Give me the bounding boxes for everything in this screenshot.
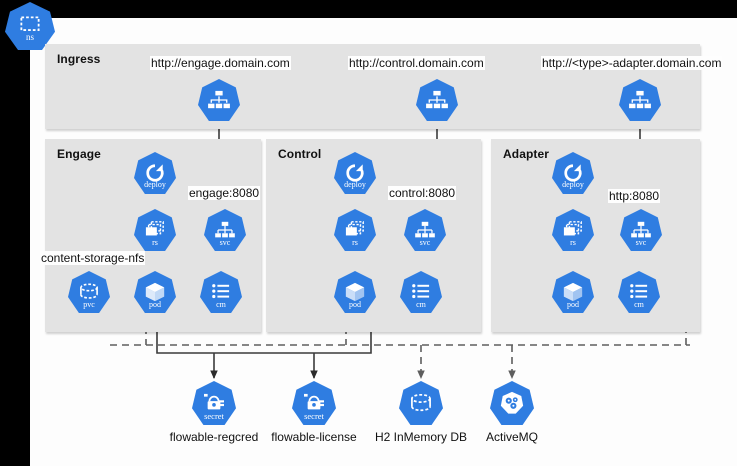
secret-node-label: secret [204,411,224,421]
control-deploy-label: deploy [344,180,366,189]
caption-flowable-regcred: flowable-regcred [169,430,259,444]
ingress-icon [416,79,458,121]
replicaset-icon [334,209,376,251]
service-icon [620,209,662,251]
deployment-icon [552,152,594,194]
caption-activemq: ActiveMQ [485,430,539,444]
caption-flowable-license: flowable-license [271,430,357,444]
adapter-svc-label: svc [635,238,647,247]
configmap-icon [400,271,442,313]
ingress-url-control: http://control.domain.com [348,56,485,70]
control-pod-label: pod [349,300,361,309]
ingress-icon [198,79,240,121]
control-rs-label: rs [352,238,358,247]
control-svc-label: svc [419,238,431,247]
deployment-icon [134,152,176,194]
control-service-port: control:8080 [388,186,457,200]
adapter-rs-label: rs [570,238,576,247]
service-icon [204,209,246,251]
engage-service-port: engage:8080 [188,186,261,200]
engage-pvc-label: pvc [83,300,95,309]
deployment-icon [334,152,376,194]
adapter-cm-label: cm [634,300,644,309]
secret-icon [192,381,236,425]
caption-h2-inmemory-db: H2 InMemory DB [374,430,468,444]
configmap-icon [200,271,242,313]
panel-title-control: Control [278,147,322,161]
engage-cm-label: cm [216,300,226,309]
panel-title-engage: Engage [57,147,101,161]
replicaset-icon [134,209,176,251]
panel-adapter: Adapter [491,139,700,332]
ingress-icon [619,79,661,121]
adapter-pod-label: pod [567,300,579,309]
secret-icon [292,381,336,425]
adapter-deploy-label: deploy [562,180,584,189]
secret-node-label: secret [304,411,324,421]
ingress-url-adapter: http://<type>-adapter.domain.com [541,56,723,70]
engage-deploy-label: deploy [144,180,166,189]
configmap-icon [618,271,660,313]
service-icon [404,209,446,251]
control-cm-label: cm [416,300,426,309]
adapter-service-port: http:8080 [608,189,661,203]
database-icon [399,381,443,425]
ingress-url-engage: http://engage.domain.com [150,56,291,70]
pod-icon [552,271,594,313]
engage-pod-label: pod [149,300,161,309]
engage-rs-label: rs [152,238,158,247]
pod-icon [334,271,376,313]
panel-title-adapter: Adapter [503,147,550,161]
persistent-volume-claim-icon [68,271,110,313]
panel-title-ingress: Ingress [57,52,101,66]
namespace-label: ns [25,32,35,42]
engage-svc-label: svc [219,238,231,247]
pod-icon [134,271,176,313]
engage-volume-label: content-storage-nfs [40,251,146,265]
replicaset-icon [552,209,594,251]
